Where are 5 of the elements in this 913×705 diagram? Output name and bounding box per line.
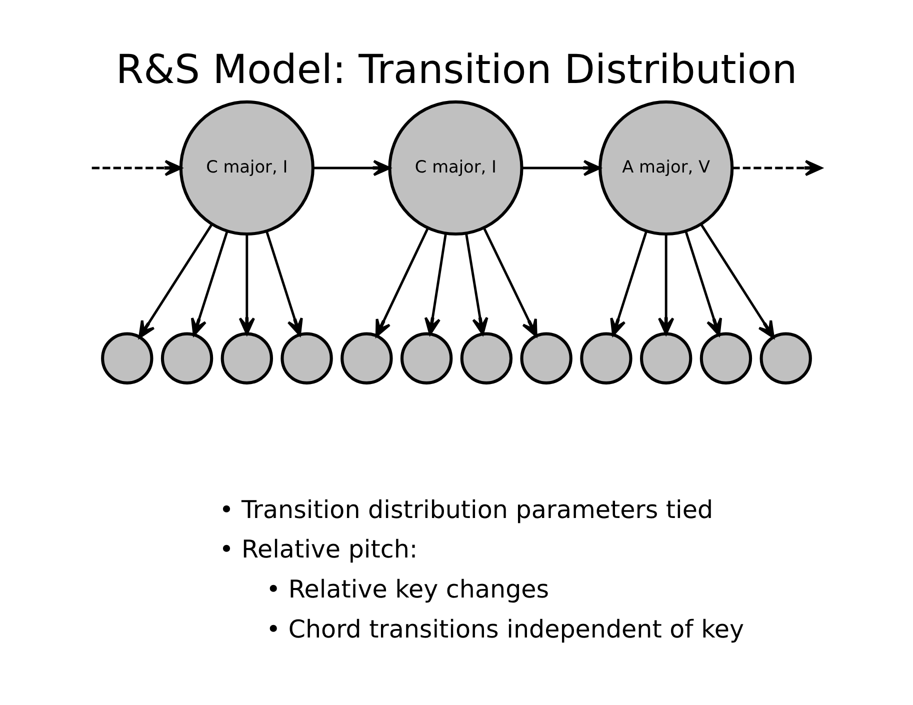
diagram-title: R&S Model: Transition Distribution [116,46,798,93]
label: • Relative key changes [266,574,550,604]
label: • Relative pitch: [219,534,418,564]
label: • Chord transitions independent of key [266,614,744,644]
label: • Transition distribution parameters tied [219,494,714,524]
